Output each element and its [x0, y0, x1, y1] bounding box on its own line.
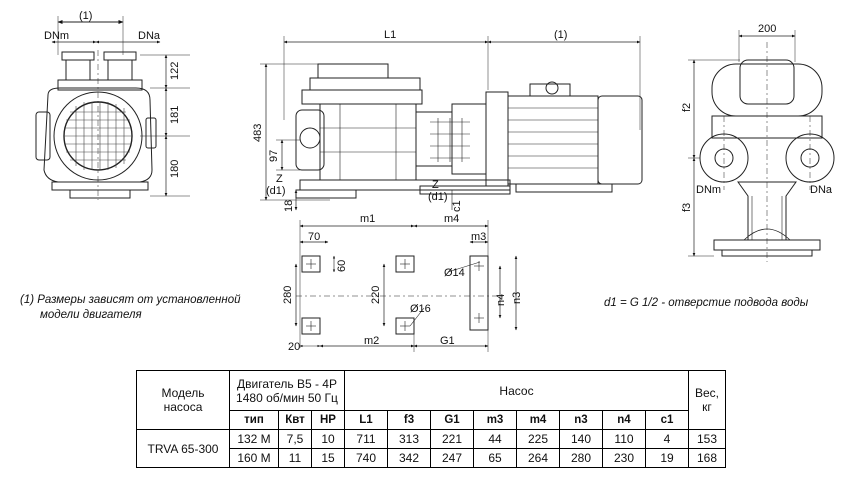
weight-header-line-1: Вес,	[694, 386, 719, 400]
table-cell: 225	[516, 429, 560, 449]
table-cell: 140	[559, 429, 603, 449]
left-dim-1: (1)	[79, 10, 92, 22]
pump-front-view	[688, 30, 835, 262]
center-c1: c1	[451, 200, 463, 212]
left-dim-122: 122	[169, 62, 181, 80]
center-dim-483: 483	[252, 124, 264, 142]
model-header-line-2: насоса	[163, 400, 203, 414]
center-d1-right: (d1)	[428, 191, 448, 203]
plan-n4: n4	[495, 294, 507, 306]
table-row: 160 M 11 15 740 342 247 65 264 280 230 1…	[137, 448, 726, 468]
center-z-right: Z	[432, 179, 439, 191]
table-cell: 247	[430, 448, 474, 468]
center-dim-1: (1)	[554, 29, 567, 41]
footnote-line-1: (1) Размеры зависят от установленной	[20, 294, 241, 306]
pump-header: Насос	[344, 370, 689, 411]
table-cell: 11	[278, 448, 312, 468]
right-dim-200: 200	[758, 23, 776, 35]
table-cell: 7,5	[278, 429, 312, 449]
table-cell: 342	[387, 448, 431, 468]
plan-220: 220	[370, 286, 382, 304]
model-header-line-1: Модель	[161, 386, 205, 400]
motor-header: Двигатель B5 - 4P 1480 об/мин 50 Гц	[229, 370, 345, 411]
plan-60: 60	[336, 260, 348, 272]
plan-m2: m2	[364, 335, 379, 347]
table-cell: 132 M	[229, 429, 279, 449]
table-cell: 740	[344, 448, 388, 468]
table-cell: 264	[516, 448, 560, 468]
col-header: c1	[645, 410, 689, 430]
plan-280: 280	[282, 286, 294, 304]
left-dim-180: 180	[169, 160, 181, 178]
table-cell: 153	[688, 429, 726, 449]
table-row: TRVA 65-300 132 M 7,5 10 711 313 221 44 …	[136, 429, 726, 468]
center-dim-l1: L1	[384, 29, 396, 41]
table-cell: 65	[473, 448, 517, 468]
model-header: Модель насоса	[136, 370, 230, 430]
right-dim-f2: f2	[681, 103, 693, 112]
table-cell: 711	[344, 429, 388, 449]
col-header: L1	[344, 410, 388, 430]
table-cell: 313	[387, 429, 431, 449]
footnote-line-2: модели двигателя	[40, 309, 142, 321]
center-z-left: Z	[276, 173, 283, 185]
spec-table: Модель насоса Двигатель B5 - 4P 1480 об/…	[136, 370, 726, 468]
water-inlet-note: d1 = G 1/2 - отверстие подвода воды	[604, 297, 809, 309]
model-cell: TRVA 65-300	[136, 429, 230, 468]
table-cell: 230	[602, 448, 646, 468]
weight-header: Вес, кг	[688, 370, 726, 430]
table-cell: 10	[311, 429, 345, 449]
col-header: n3	[559, 410, 603, 430]
table-cell: 221	[430, 429, 474, 449]
center-d1-left: (d1)	[266, 185, 286, 197]
table-cell: 160 M	[229, 448, 279, 468]
plan-m4: m4	[444, 213, 459, 225]
col-header: Квт	[278, 410, 312, 430]
plan-m1: m1	[360, 213, 375, 225]
left-dn-m: DNm	[44, 30, 69, 42]
plan-g1: G1	[440, 335, 455, 347]
col-header: n4	[602, 410, 646, 430]
motor-header-line-2: 1480 об/мин 50 Гц	[236, 390, 338, 405]
col-header: HP	[311, 410, 345, 430]
right-dn-a: DNa	[810, 184, 833, 196]
weight-header-line-2: кг	[702, 400, 712, 414]
plan-hole-16: Ø16	[410, 303, 431, 315]
plan-hole-14: Ø14	[444, 267, 465, 279]
plan-20: 20	[288, 341, 300, 353]
table-cell: 168	[688, 448, 726, 468]
table-cell: 4	[645, 429, 689, 449]
technical-drawing: (1) DNm DNa 122 181 180	[35, 10, 835, 353]
left-dim-181: 181	[169, 106, 181, 124]
table-cell: 19	[645, 448, 689, 468]
plan-70: 70	[308, 231, 320, 243]
footnote: (1) Размеры зависят от установленной мод…	[20, 293, 240, 323]
pump-end-view	[35, 16, 190, 200]
center-dim-97: 97	[268, 150, 280, 162]
left-dn-a: DNa	[138, 30, 161, 42]
base-plan-view	[294, 220, 518, 352]
col-header: m4	[516, 410, 560, 430]
right-dim-f3: f3	[681, 203, 693, 212]
right-dn-m: DNm	[696, 184, 721, 196]
plan-m3: m3	[471, 231, 486, 243]
motor-header-line-1: Двигатель B5 - 4P	[237, 376, 337, 391]
table-cell: 110	[602, 429, 646, 449]
plan-n3: n3	[511, 292, 523, 304]
table-cell: 280	[559, 448, 603, 468]
col-header: тип	[229, 410, 279, 430]
pump-side-view	[260, 36, 643, 211]
table-cell: 44	[473, 429, 517, 449]
center-dim-18: 18	[283, 200, 295, 212]
col-header: f3	[387, 410, 431, 430]
col-header: G1	[430, 410, 474, 430]
table-cell: 15	[311, 448, 345, 468]
col-header: m3	[473, 410, 517, 430]
